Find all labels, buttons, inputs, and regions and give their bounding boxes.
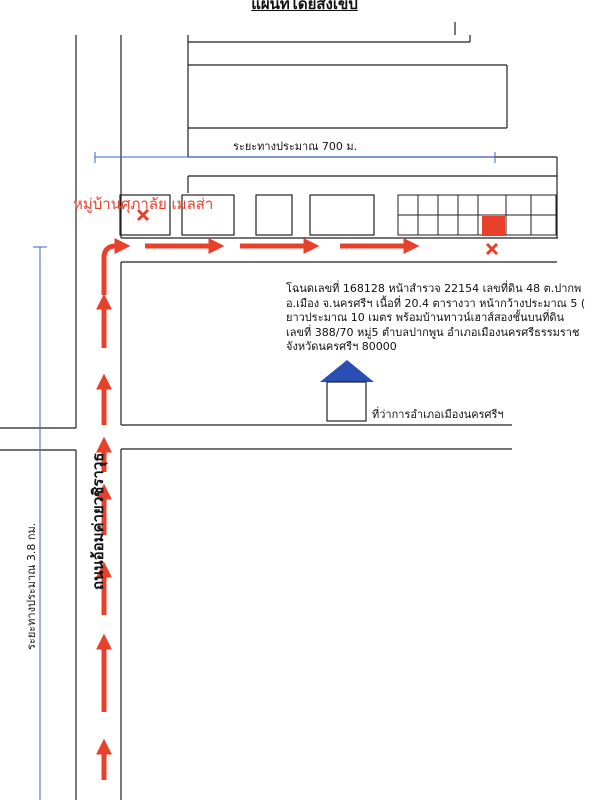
property-highlight: [482, 216, 505, 236]
measure-line-left: [33, 246, 47, 800]
route-arrows: [95, 237, 420, 780]
deed-line: โฉนดเลขที่ 168128 หน้าสำรวจ 22154 เลขที่…: [286, 282, 582, 295]
property-marker-x-icon: [485, 242, 499, 256]
deed-line: เลขที่ 388/70 หมู่5 ตำบลปากพูน อำเภอเมือ…: [286, 325, 580, 339]
distance-label-left: ระยะทางประมาณ 3.8 กม.: [25, 522, 38, 650]
deed-line: อ.เมือง จ.นครศรีฯ เนื้อที่ 20.4 ตารางวา …: [286, 296, 586, 310]
deed-line: ยาวประมาณ 10 เมตร พร้อมบ้านทาวน์เฮาส์สอง…: [286, 311, 565, 324]
distance-label-top: ระยะทางประมาณ 700 ม.: [233, 140, 358, 153]
building-blocks: [119, 194, 375, 236]
district-office-label: ที่ว่าการอำเภอเมืองนครศรีฯ: [372, 408, 504, 421]
measure-line-top: [94, 152, 496, 163]
road-name-label: ถนนอ้อมค่ายวชิราวุธ: [89, 452, 107, 590]
district-office-icon: [320, 360, 374, 422]
map-title: แผนที่โดยสังเขป: [251, 0, 358, 13]
village-marker-x-icon: [136, 208, 150, 222]
route-arrow-icon: [101, 237, 131, 295]
deed-line: จังหวัดนครศรีฯ 80000: [286, 340, 397, 353]
property-deed-text: โฉนดเลขที่ 168128 หน้าสำรวจ 22154 เลขที่…: [286, 282, 585, 355]
village-label: หมู่บ้านศุภาลัย เมลส่า: [73, 195, 214, 213]
townhouse-grid: [397, 194, 557, 236]
